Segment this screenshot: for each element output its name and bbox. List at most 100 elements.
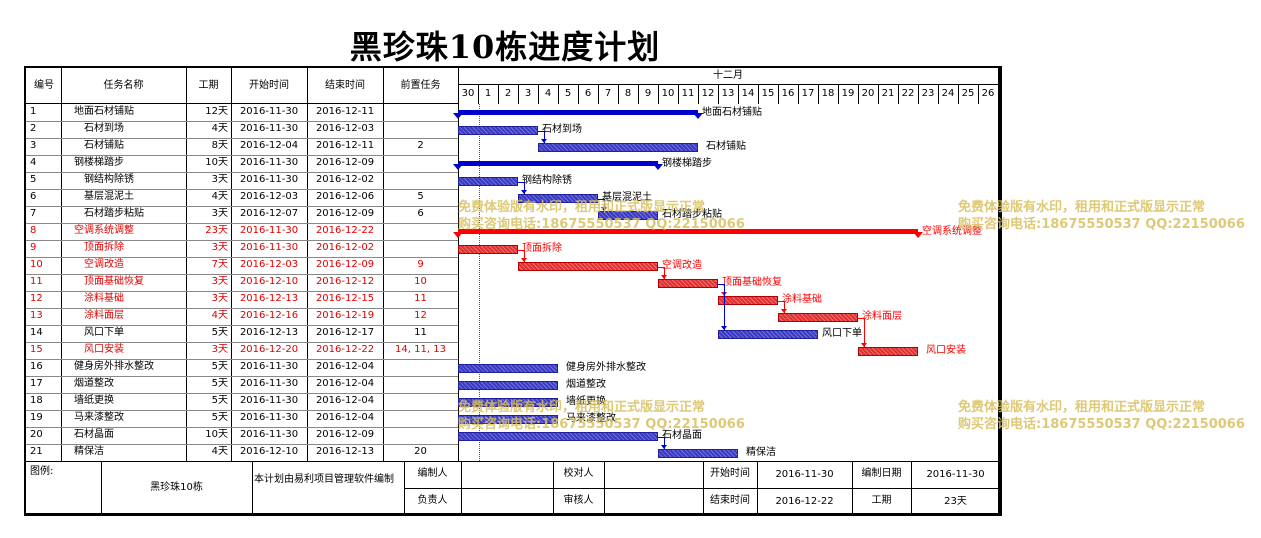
day-divider — [578, 84, 579, 104]
footer-divider — [101, 461, 102, 514]
row-task-name[interactable]: 涂料面层 — [84, 310, 124, 321]
bar-label: 风口下单 — [822, 328, 862, 339]
row-task-name[interactable]: 风口下单 — [84, 327, 124, 338]
row-divider — [26, 172, 458, 173]
link-arrow — [541, 139, 547, 143]
row-task-name[interactable]: 健身房外排水整改 — [74, 361, 154, 372]
task-bar[interactable] — [858, 347, 918, 356]
col-header-name[interactable]: 任务名称 — [103, 80, 144, 91]
day-header: 10 — [661, 88, 675, 99]
footer-divider — [604, 461, 605, 514]
row-start-date: 2016-12-03 — [239, 259, 299, 270]
task-bar[interactable] — [518, 194, 598, 203]
row-task-name[interactable]: 石材晶面 — [74, 429, 114, 440]
row-divider — [26, 189, 458, 190]
task-bar[interactable] — [658, 279, 718, 288]
task-bar[interactable] — [458, 245, 518, 254]
task-bar[interactable] — [458, 364, 558, 373]
row-duration: 3天 — [211, 344, 228, 355]
day-header: 7 — [604, 88, 612, 99]
link-line — [864, 318, 865, 347]
task-bar[interactable] — [718, 296, 778, 305]
row-task-name[interactable]: 基层混泥土 — [84, 191, 134, 202]
day-divider — [638, 84, 639, 104]
task-bar[interactable] — [458, 126, 538, 135]
start-time-label: 开始时间 — [710, 468, 750, 479]
task-bar[interactable] — [538, 143, 698, 152]
row-task-name[interactable]: 顶面拆除 — [84, 242, 124, 253]
bar-label: 涂料面层 — [862, 311, 902, 322]
row-task-name[interactable]: 钢楼梯踏步 — [74, 157, 124, 168]
row-duration: 3天 — [211, 208, 228, 219]
row-end-date: 2016-12-04 — [315, 378, 375, 389]
col-header-id[interactable]: 编号 — [34, 80, 54, 91]
row-task-name[interactable]: 精保洁 — [74, 446, 104, 457]
summary-bar[interactable] — [458, 161, 658, 166]
task-bar[interactable] — [458, 381, 558, 390]
row-task-name[interactable]: 地面石材铺贴 — [74, 106, 134, 117]
day-divider — [838, 84, 839, 104]
day-header: 26 — [981, 88, 995, 99]
day-divider — [678, 84, 679, 104]
row-end-date: 2016-12-04 — [315, 412, 375, 423]
day-header: 30 — [461, 88, 475, 99]
row-task-name[interactable]: 马来漆整改 — [74, 412, 124, 423]
col-header-start[interactable]: 开始时间 — [249, 80, 289, 91]
day-divider — [938, 84, 939, 104]
day-header: 9 — [644, 88, 652, 99]
row-task-name[interactable]: 烟道整改 — [74, 378, 114, 389]
row-task-name[interactable]: 空调改造 — [84, 259, 124, 270]
row-id: 1 — [30, 106, 37, 117]
row-task-name[interactable]: 石材踏步粘贴 — [84, 208, 144, 219]
bar-label: 钢楼梯踏步 — [662, 158, 712, 169]
row-task-name[interactable]: 空调系统调整 — [74, 225, 134, 236]
task-bar[interactable] — [458, 415, 558, 424]
day-header: 23 — [921, 88, 935, 99]
footer-divider — [852, 461, 853, 514]
row-task-name[interactable]: 风口安装 — [84, 344, 124, 355]
footer-divider — [252, 461, 253, 514]
row-task-name[interactable]: 石材铺贴 — [84, 140, 124, 151]
day-header: 15 — [761, 88, 775, 99]
task-bar[interactable] — [458, 398, 558, 407]
col-header-duration[interactable]: 工期 — [198, 80, 219, 91]
summary-end-cap — [693, 113, 703, 119]
table-col-divider — [307, 68, 308, 461]
task-bar[interactable] — [458, 432, 658, 441]
col-header-pred[interactable]: 前置任务 — [400, 80, 441, 91]
row-start-date: 2016-12-13 — [239, 327, 299, 338]
row-start-date: 2016-11-30 — [239, 412, 299, 423]
row-id: 15 — [30, 344, 43, 355]
summary-bar[interactable] — [458, 110, 698, 115]
task-bar[interactable] — [518, 262, 658, 271]
summary-bar[interactable] — [458, 229, 918, 234]
today-line — [479, 104, 480, 461]
row-duration: 8天 — [211, 140, 228, 151]
row-duration: 12天 — [205, 106, 228, 117]
row-task-name[interactable]: 钢结构除锈 — [84, 174, 134, 185]
link-arrow — [521, 258, 527, 262]
task-bar[interactable] — [658, 449, 738, 458]
link-line — [604, 199, 605, 211]
row-task-name[interactable]: 顶面基础恢复 — [84, 276, 144, 287]
task-bar[interactable] — [718, 330, 818, 339]
day-divider — [778, 84, 779, 104]
task-bar[interactable] — [778, 313, 858, 322]
task-bar[interactable] — [598, 211, 658, 220]
row-id: 13 — [30, 310, 43, 321]
row-divider — [26, 155, 458, 156]
day-header: 5 — [564, 88, 572, 99]
row-task-name[interactable]: 石材到场 — [84, 123, 124, 134]
row-duration: 5天 — [211, 412, 228, 423]
link-line — [538, 131, 544, 132]
day-divider — [818, 84, 819, 104]
row-duration: 3天 — [211, 242, 228, 253]
col-header-end[interactable]: 结束时间 — [325, 80, 365, 91]
task-bar[interactable] — [458, 177, 518, 186]
watermark-line2: 购买咨询电话:18675550537 QQ:22150066 — [958, 217, 1245, 232]
watermark-line1: 免费体验版有水印，租用和正式版显示正常 — [958, 200, 1206, 215]
legend-label: 图例: — [30, 466, 54, 477]
footer-divider — [703, 461, 704, 514]
row-task-name[interactable]: 涂料基础 — [84, 293, 124, 304]
row-task-name[interactable]: 墙纸更换 — [74, 395, 114, 406]
